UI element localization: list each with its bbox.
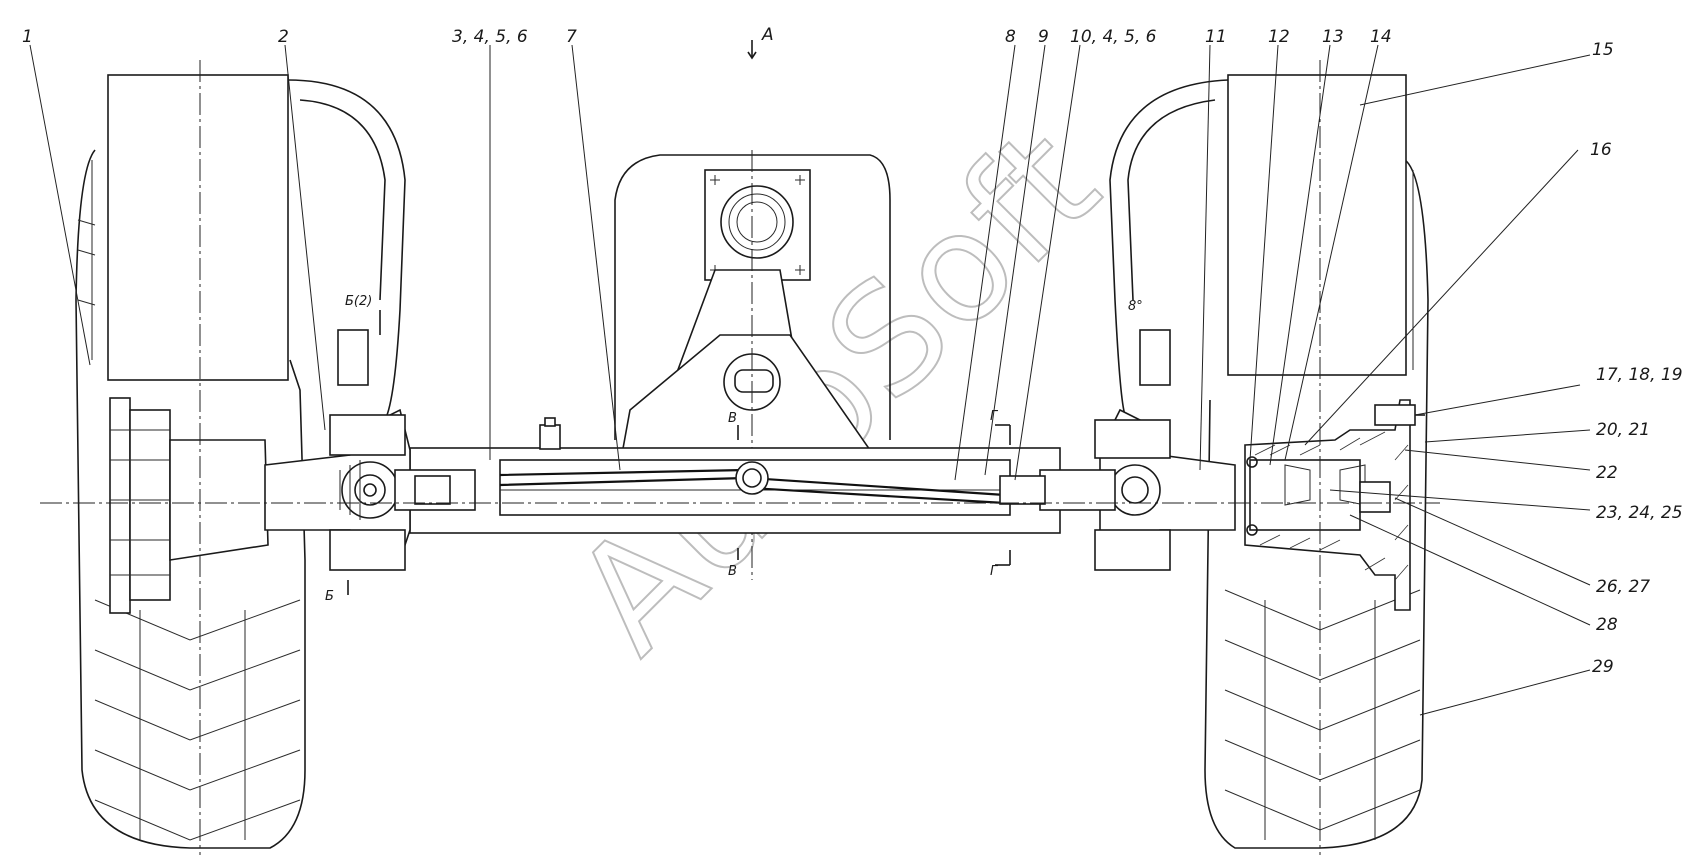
section-markers: А Б(2) Б В В Г Г 8° [325,25,1143,604]
callout-26: 26, 27 [1596,577,1650,597]
watermark-text: AutoSoft [542,96,1132,686]
callout-3: 3, 4, 5, 6 [452,27,528,47]
section-b-label: Б [325,589,334,604]
right-tire-tread [1224,589,1421,840]
callout-1: 1 [22,27,33,47]
callout-labels: 1 2 3, 4, 5, 6 7 8 9 10, 4, 5, 6 11 12 1… [22,27,1683,677]
callout-29: 29 [1592,657,1614,677]
callout-13: 13 [1322,27,1344,47]
section-g-bottom-label: Г [990,564,999,579]
callout-2: 2 [278,27,289,47]
section-v-top-label: В [728,411,737,426]
angle-label: 8° [1128,299,1143,314]
callout-11: 11 [1205,27,1227,47]
view-a-label: А [761,25,774,45]
callout-20: 20, 21 [1596,420,1650,440]
left-fender [107,74,289,381]
leader-lines [29,44,1591,716]
right-fender [1227,74,1407,376]
callout-28: 28 [1596,615,1618,635]
callout-10: 10, 4, 5, 6 [1070,27,1157,47]
callout-16: 16 [1590,140,1612,160]
callout-12: 12 [1268,27,1290,47]
callout-7: 7 [566,27,577,47]
section-g-top-label: Г [990,409,999,424]
section-v-bottom-label: В [728,564,737,579]
section-b2-label: Б(2) [345,294,372,309]
callout-17: 17, 18, 19 [1596,365,1683,385]
callout-9: 9 [1038,27,1049,47]
left-tire-tread [94,599,301,841]
callout-14: 14 [1370,27,1392,47]
callout-22: 22 [1596,463,1618,483]
callout-8: 8 [1005,27,1016,47]
left-wheel [75,60,406,855]
callout-23: 23, 24, 25 [1596,503,1683,523]
callout-15: 15 [1592,40,1614,60]
right-hub-section [1244,399,1425,611]
